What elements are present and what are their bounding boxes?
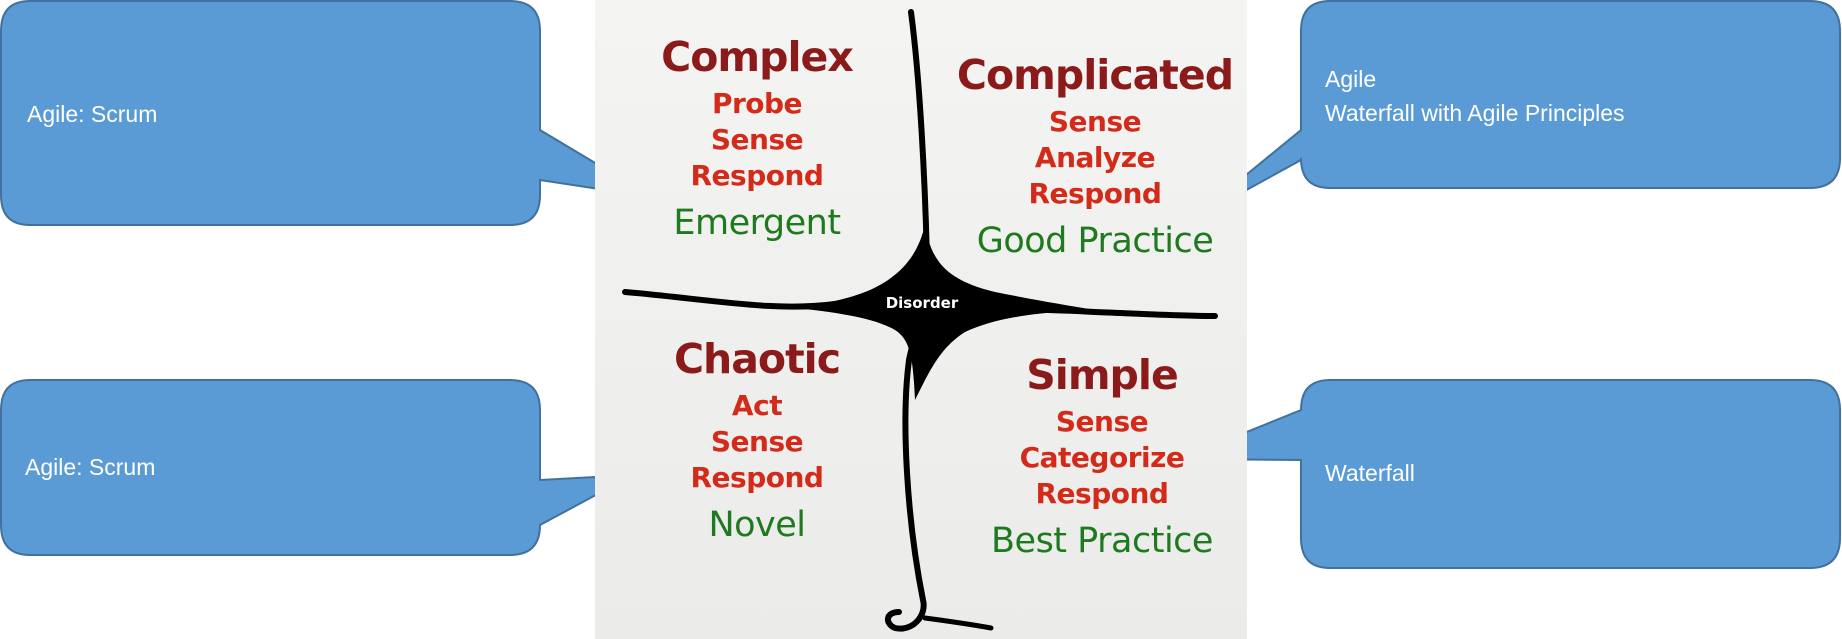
disorder-blob [795,225,1095,400]
domain-complex-practice: Emergent [673,203,841,243]
callout-simple-shape [1179,379,1841,569]
callout-complicated-line-1: Agile [1325,66,1377,92]
step: Sense [710,425,804,458]
step: Act [731,389,783,422]
domain-chaotic-steps: Act Sense Respond [627,388,887,496]
disorder-label: Disorder [885,294,959,312]
vertical-divider [885,9,931,632]
bottom-hook [922,615,994,631]
step: Respond [690,461,824,494]
domain-chaotic-practice: Novel [708,505,806,545]
cynefin-divider-lines [622,9,1218,632]
callout-complicated-text: Agile Waterfall with Agile Principles [1325,62,1625,130]
quadrant-complex: Complex Probe Sense Respond Emergent [627,32,887,246]
domain-complex-steps: Probe Sense Respond [627,86,887,194]
callout-simple-text: Waterfall [1325,456,1415,490]
callout-complicated-line-2: Waterfall with Agile Principles [1325,100,1625,126]
callout-complex-line: Agile: Scrum [27,101,158,127]
domain-complex-title: Complex [661,33,854,81]
domain-complicated-practice: Good Practice [976,221,1214,261]
callout-chaotic-text: Agile: Scrum [25,450,155,484]
domain-complicated-steps: Sense Analyze Respond [950,104,1240,212]
domain-complicated-title: Complicated [956,51,1234,99]
domain-simple-steps: Sense Categorize Respond [957,404,1247,512]
step: Respond [690,159,824,192]
callout-chaotic-shape [0,379,634,556]
domain-simple-practice: Best Practice [991,521,1213,561]
cynefin-diagram: Disorder Complex Probe Sense Respond Eme… [595,0,1247,639]
step: Analyze [1034,141,1156,174]
step: Respond [1028,177,1162,210]
step: Probe [711,87,803,120]
step: Sense [1048,105,1142,138]
callout-simple-line: Waterfall [1325,460,1415,486]
quadrant-chaotic: Chaotic Act Sense Respond Novel [627,334,887,548]
callout-complicated-shape [1189,0,1841,222]
domain-chaotic-title: Chaotic [673,335,841,383]
step: Sense [1055,405,1149,438]
callout-chaotic-line: Agile: Scrum [25,454,156,480]
quadrant-simple: Simple Sense Categorize Respond Best Pra… [957,350,1247,564]
domain-simple-title: Simple [1026,351,1179,399]
step: Respond [1035,477,1169,510]
step: Sense [710,123,804,156]
callout-complex-shape [0,0,653,226]
quadrant-complicated: Complicated Sense Analyze Respond Good P… [950,50,1240,264]
step: Categorize [1019,441,1185,474]
callout-complex-text: Agile: Scrum [27,97,157,131]
